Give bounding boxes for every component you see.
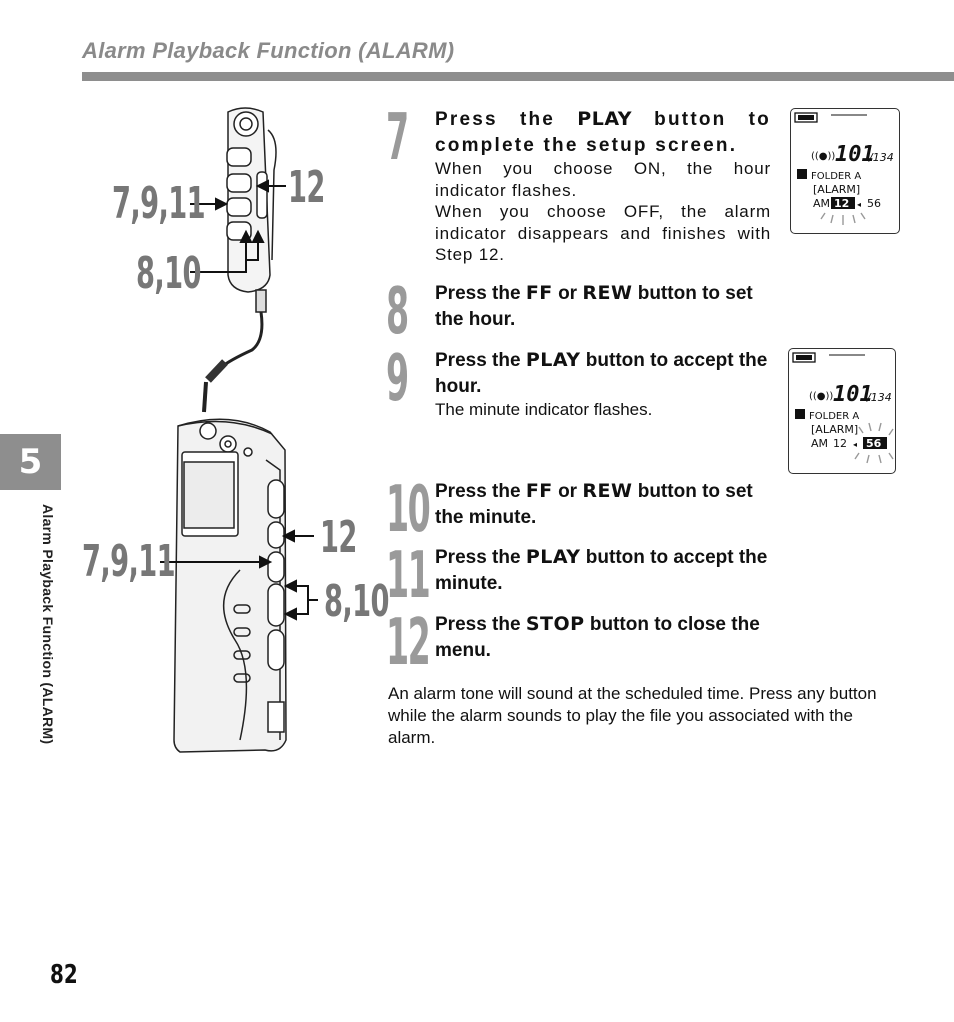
hour-highlight <box>831 197 855 209</box>
callout-12-bottom: 12 <box>320 512 357 563</box>
alarm-bell-icon: ((●)) <box>809 391 833 402</box>
step-number: 8 <box>386 275 409 349</box>
callout-7-9-11-bottom: 7,9,11 <box>82 536 176 587</box>
callout-8-10-top: 8,10 <box>136 248 201 299</box>
step-instruction: Press the FF or REW button to set the ho… <box>435 282 753 330</box>
lcd-mode: [ALARM] <box>813 183 860 196</box>
step-description: The minute indicator flashes. <box>435 400 653 419</box>
step-description: When you choose OFF, the alarm indicator… <box>435 202 771 264</box>
step-7: 7 Press the PLAY button to complete the … <box>386 106 772 276</box>
step-9: 9 Press the PLAY button to accept the ho… <box>386 347 772 437</box>
minute-highlight <box>863 437 887 449</box>
lcd-ampm: AM <box>811 437 828 450</box>
step-number: 7 <box>386 101 409 175</box>
lcd-ampm: AM <box>813 197 830 210</box>
page-number: 82 <box>50 960 78 990</box>
callout-12-top: 12 <box>288 162 325 213</box>
step-description: When you choose ON, the hour indicator f… <box>435 159 771 200</box>
flash-rays <box>820 212 866 225</box>
device-illustration: 7,9,11 12 8,10 7,9,11 12 8,10 <box>80 100 390 760</box>
header-rule <box>82 72 954 81</box>
lcd-hour: 12 <box>833 437 847 450</box>
recorder-drawing <box>160 107 318 753</box>
lcd-minute: 56 <box>866 437 882 450</box>
lcd-display-minute: ((●)) 101 /134 FOLDER A [ALARM] AM 12 ◂ … <box>788 348 896 474</box>
closing-paragraph: An alarm tone will sound at the schedule… <box>388 684 877 747</box>
sidebar-section-label: Alarm Playback Function (ALARM) <box>36 504 56 794</box>
lcd-folder: FOLDER A <box>811 171 861 182</box>
lcd-hour: 12 <box>834 197 849 210</box>
lcd-file-total: /134 <box>866 391 892 404</box>
lcd-minute: 56 <box>867 197 881 210</box>
step-number: 12 <box>386 606 431 680</box>
chapter-tab: 5 <box>0 434 61 490</box>
callout-8-10-bottom: 8,10 <box>324 576 389 627</box>
step-8: 8 Press the FF or REW button to set the … <box>386 280 772 344</box>
step-instruction: Press the PLAY button to accept the minu… <box>435 546 768 594</box>
alarm-bell-icon: ((●)) <box>811 151 835 162</box>
step-instruction: Press the PLAY button to accept the hour… <box>435 349 768 397</box>
page-header-title: Alarm Playback Function (ALARM) <box>82 38 455 63</box>
lcd-file-number: 101 <box>833 382 873 407</box>
lcd-folder: FOLDER A <box>809 411 859 422</box>
step-11: 11 Press the PLAY button to accept the m… <box>386 544 772 608</box>
callout-7-9-11-top: 7,9,11 <box>112 178 206 229</box>
svg-text:◂: ◂ <box>857 200 861 209</box>
lcd-file-total: /134 <box>868 151 894 164</box>
sidebar-section-label-text: Alarm Playback Function (ALARM) <box>40 504 56 745</box>
step-number: 9 <box>386 342 409 416</box>
step-number: 10 <box>386 473 431 547</box>
lcd-file-number: 101 <box>835 142 875 167</box>
folder-icon <box>795 409 805 419</box>
folder-icon <box>797 169 807 179</box>
step-number: 11 <box>386 539 431 613</box>
lcd-mode: [ALARM] <box>811 423 858 436</box>
svg-text:◂: ◂ <box>853 440 857 449</box>
step-instruction: Press the STOP button to close the menu. <box>435 613 760 661</box>
step-instruction: Press the FF or REW button to set the mi… <box>435 480 753 528</box>
step-12: 12 Press the STOP button to close the me… <box>386 611 772 675</box>
flash-rays <box>854 422 894 464</box>
step-instruction: Press the PLAY button to complete the se… <box>435 108 771 156</box>
step-10: 10 Press the FF or REW button to set the… <box>386 478 772 542</box>
lcd-display-hour: ((●)) 101 /134 FOLDER A [ALARM] AM 12 ◂ … <box>790 108 900 234</box>
